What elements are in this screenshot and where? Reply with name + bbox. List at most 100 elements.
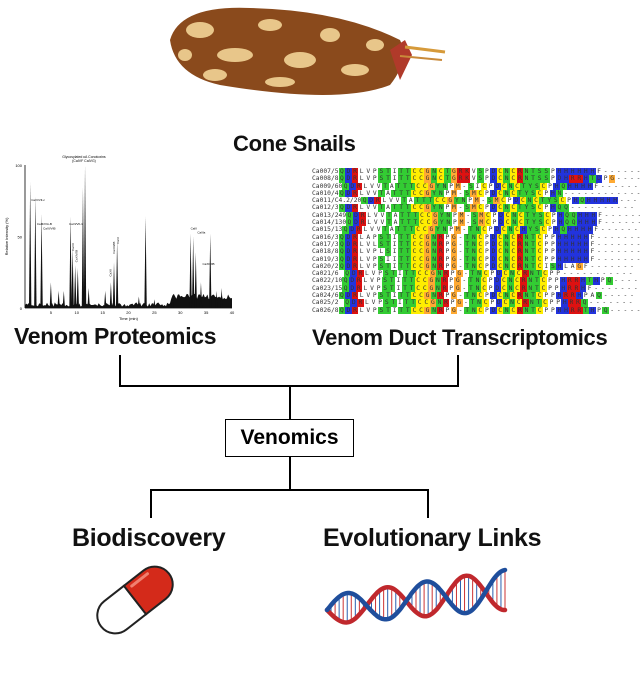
residue: C <box>418 234 425 241</box>
residue: L <box>358 190 365 197</box>
residue: P <box>600 277 607 284</box>
residue: M <box>451 190 458 197</box>
residue: G <box>451 248 458 255</box>
residue: S <box>534 183 541 190</box>
residue: I <box>391 241 398 248</box>
connector-line <box>289 457 291 490</box>
residue: N <box>503 204 510 211</box>
residue: - <box>465 219 472 226</box>
residue: T <box>404 168 411 175</box>
residue: - <box>632 277 639 284</box>
residue: H <box>583 241 590 248</box>
residue: H <box>561 299 568 306</box>
residue: T <box>402 285 409 292</box>
residue: D <box>496 299 503 306</box>
residue: - <box>596 204 603 211</box>
residue: C <box>515 299 522 306</box>
residue: G <box>424 168 431 175</box>
residue: S <box>477 168 484 175</box>
residue: T <box>391 190 398 197</box>
residue: - <box>589 204 596 211</box>
residue: P <box>489 270 496 277</box>
residue: T <box>389 285 396 292</box>
residue: C <box>502 299 509 306</box>
residue: C <box>421 285 428 292</box>
residue: G <box>456 299 463 306</box>
residue: - <box>563 190 570 197</box>
residue: C <box>411 256 418 263</box>
residue: C <box>510 248 517 255</box>
residue: - <box>596 248 603 255</box>
residue: F <box>589 241 596 248</box>
chromatogram-peak <box>87 288 89 308</box>
residue: S <box>530 204 537 211</box>
residue: Q <box>339 168 346 175</box>
sequence: QDRLVVTATTTCCGYNPM-TNCPDCNCHYSCPHQHHHHF-… <box>342 226 640 233</box>
residue: L <box>358 168 365 175</box>
residue: - <box>615 292 622 299</box>
y-tick-label: 100 <box>15 163 22 168</box>
residue: - <box>596 263 603 270</box>
residue: H <box>590 219 597 226</box>
residue: C <box>559 197 566 204</box>
residue: T <box>586 277 593 284</box>
connector-line <box>289 385 291 420</box>
peak-label: CaVII <box>71 243 75 251</box>
residue: Q <box>339 292 346 299</box>
residue: V <box>369 277 376 284</box>
residue: V <box>375 183 382 190</box>
residue: T <box>530 248 537 255</box>
residue: N <box>523 175 530 182</box>
residue: T <box>402 226 409 233</box>
residue: H <box>584 212 591 219</box>
residue: Q <box>339 256 346 263</box>
residue: H <box>585 197 592 204</box>
residue: N <box>441 226 448 233</box>
residue: N <box>503 248 510 255</box>
residue: S <box>468 183 475 190</box>
residue: V <box>388 197 395 204</box>
residue: - <box>627 299 634 306</box>
residue: H <box>563 175 570 182</box>
residue: - <box>602 292 609 299</box>
residue: T <box>385 307 392 314</box>
residue: P <box>550 248 557 255</box>
residue: S <box>477 175 484 182</box>
residue: - <box>632 285 639 292</box>
residue: T <box>378 204 385 211</box>
residue: P <box>444 204 451 211</box>
y-tick-label: 50 <box>18 235 23 240</box>
residue: C <box>477 190 484 197</box>
residue: P <box>489 299 496 306</box>
residue: D <box>490 256 497 263</box>
residue: D <box>345 256 352 263</box>
sequence: QDRLVVTATTTCCGYNPM-SMCPDCNCTYSCPHQHHHHH-… <box>361 197 640 204</box>
sequence-id: Ca021/6 <box>312 270 344 277</box>
residue: N <box>503 168 510 175</box>
residue: N <box>470 241 477 248</box>
residue: - <box>602 168 609 175</box>
residue: P <box>491 212 498 219</box>
residue: - <box>608 299 615 306</box>
residue: P <box>444 190 451 197</box>
residue: T <box>464 248 471 255</box>
residue: H <box>583 168 590 175</box>
residue: Q <box>564 219 571 226</box>
residue: - <box>625 197 632 204</box>
residue: D <box>596 175 603 182</box>
residue: - <box>622 204 629 211</box>
residue: L <box>358 292 365 299</box>
residue: H <box>567 183 574 190</box>
x-tick-label: 35 <box>204 310 209 315</box>
residue: - <box>465 212 472 219</box>
venomics-box: Venomics <box>225 419 354 457</box>
residue: P <box>372 168 379 175</box>
residue: P <box>543 204 550 211</box>
residue: Q <box>570 212 577 219</box>
residue: R <box>569 175 576 182</box>
residue: Q <box>602 307 609 314</box>
residue: D <box>345 241 352 248</box>
residue: D <box>345 248 352 255</box>
residue: G <box>424 292 431 299</box>
residue: R <box>457 175 464 182</box>
